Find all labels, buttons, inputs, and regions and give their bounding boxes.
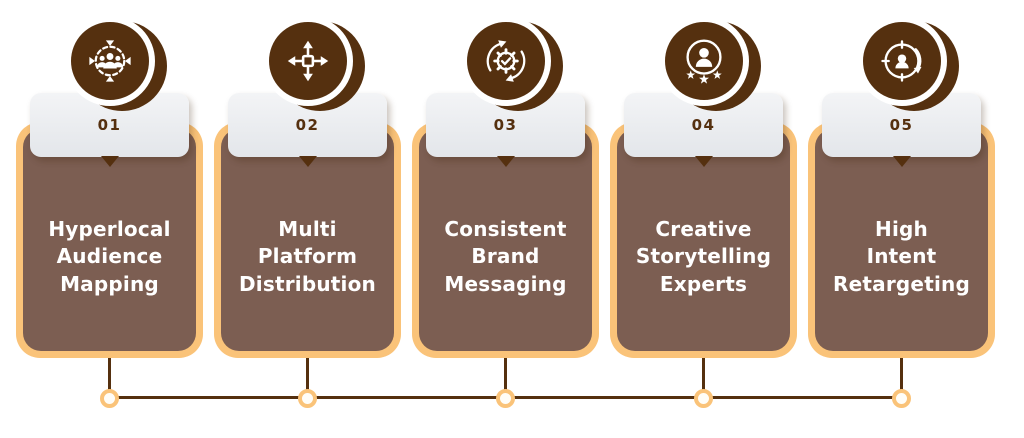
step-number: 05 — [889, 116, 914, 134]
storytelling-expert-icon — [658, 16, 749, 106]
connector-vertical-line — [702, 352, 705, 398]
connector-dot-4 — [694, 389, 713, 408]
card-title: Creative Storytelling Experts — [635, 216, 772, 296]
connector-dot-3 — [496, 389, 515, 408]
step-card-3: Consistent Brand Messaging 03 — [412, 0, 599, 438]
header-pointer — [298, 156, 317, 167]
step-number: 02 — [295, 116, 320, 134]
step-number: 03 — [493, 116, 518, 134]
connector-vertical-line — [504, 352, 507, 398]
connector-dot-1 — [100, 389, 119, 408]
connector-vertical-line — [306, 352, 309, 398]
brand-messaging-gear-icon — [460, 16, 551, 106]
step-card-1: Hyperlocal Audience Mapping 01 — [16, 0, 203, 438]
step-number: 04 — [691, 116, 716, 134]
step-card-4: Creative Storytelling Experts 04 — [610, 0, 797, 438]
card-title: Hyperlocal Audience Mapping — [48, 216, 171, 296]
step-number: 01 — [97, 116, 122, 134]
step-card-2: Multi Platform Distribution 02 — [214, 0, 401, 438]
card-title: High Intent Retargeting — [833, 216, 970, 296]
audience-mapping-icon — [64, 16, 155, 106]
header-pointer — [100, 156, 119, 167]
card-title: Multi Platform Distribution — [239, 216, 376, 296]
multi-platform-distribution-icon — [262, 16, 353, 106]
header-pointer — [694, 156, 713, 167]
header-pointer — [496, 156, 515, 167]
header-pointer — [892, 156, 911, 167]
connector-dot-2 — [298, 389, 317, 408]
retargeting-icon — [856, 16, 947, 106]
connector-vertical-line — [108, 352, 111, 398]
card-title: Consistent Brand Messaging — [444, 216, 567, 296]
connector-vertical-line — [900, 352, 903, 398]
step-card-5: High Intent Retargeting 05 — [808, 0, 995, 438]
connector-dot-5 — [892, 389, 911, 408]
